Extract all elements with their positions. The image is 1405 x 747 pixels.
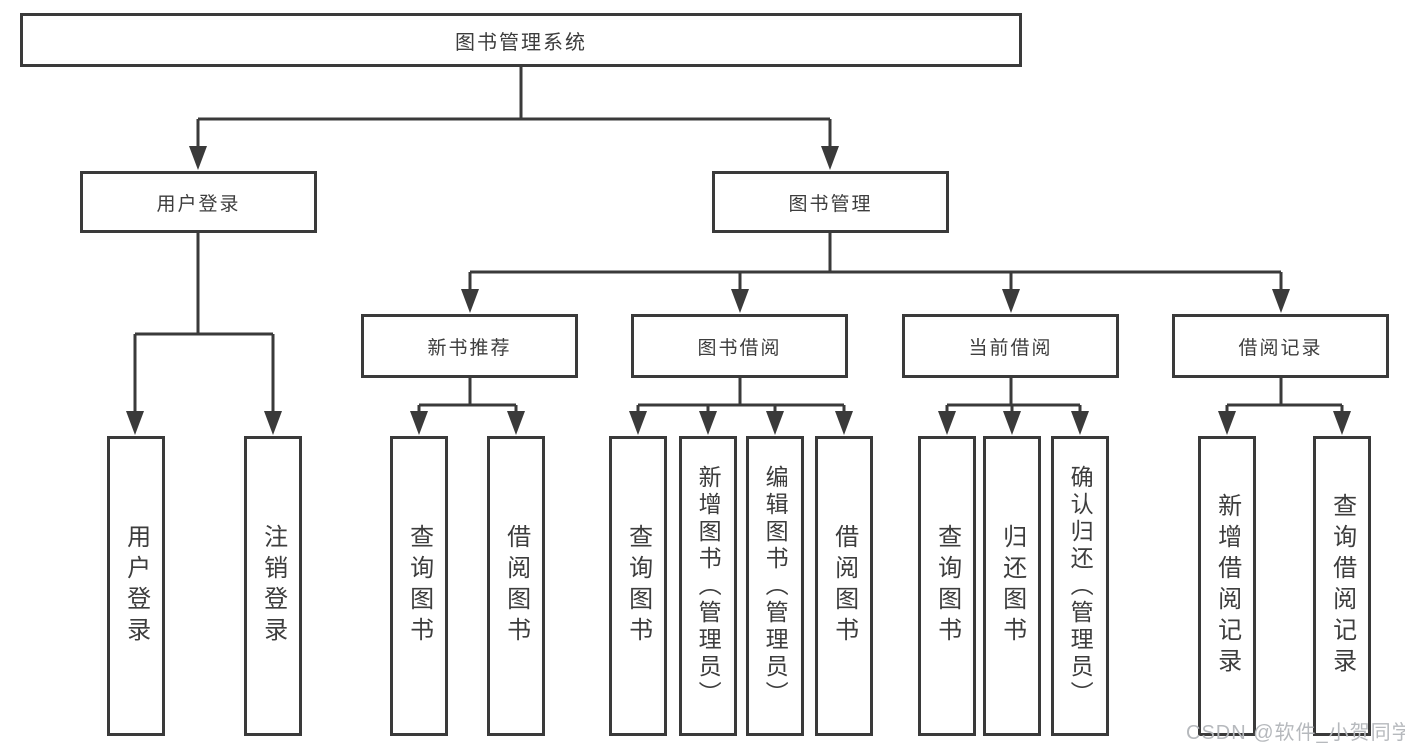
arrowhead [1002,289,1020,313]
arrowhead [699,411,717,435]
leaf-add-book-admin: 新增图书（管理员） [679,436,737,736]
leaf-query-borrow-record: 查询借阅记录 [1313,436,1371,736]
leaf-query-books-current: 查询图书 [918,436,976,736]
node-label: 图书管理系统 [455,31,587,54]
arrowhead [461,289,479,313]
arrowhead [1272,289,1290,313]
leaf-label: 查询借阅记录 [1328,493,1356,679]
node-book-management: 图书管理 [712,171,949,233]
node-borrowing-records: 借阅记录 [1172,314,1389,378]
connector-user-login-children [126,233,282,435]
leaf-label: 确认归还（管理员） [1067,464,1094,708]
arrowhead [410,411,428,435]
arrowhead [1003,411,1021,435]
arrowhead [126,411,144,435]
leaf-label: 查询图书 [933,524,961,648]
node-label: 用户登录 [156,193,241,215]
node-label: 当前借阅 [968,337,1053,359]
leaf-label: 新增图书（管理员） [695,464,722,708]
leaf-user-login: 用户登录 [107,436,165,736]
arrowhead [766,411,784,435]
leaf-label: 归还图书 [998,524,1026,648]
node-book-borrowing: 图书借阅 [631,314,848,378]
csdn-watermark: CSDN @软件_小贺同学 [1186,722,1405,744]
arrowhead [938,411,956,435]
leaf-label: 用户登录 [122,524,150,648]
connector-book-management-children [461,233,1290,313]
node-label: 借阅记录 [1238,337,1323,359]
leaf-borrow-books-borrowing: 借阅图书 [815,436,873,736]
arrowhead [1333,411,1351,435]
connector-borrowing-records-children [1218,378,1351,435]
node-label: 图书借阅 [697,337,782,359]
leaf-return-books: 归还图书 [983,436,1041,736]
leaf-confirm-return-admin: 确认归还（管理员） [1051,436,1109,736]
leaf-label: 借阅图书 [830,524,858,648]
leaf-add-borrow-record: 新增借阅记录 [1198,436,1256,736]
node-user-login: 用户登录 [80,171,317,233]
leaf-label: 借阅图书 [502,524,530,648]
arrowhead [189,146,207,170]
leaf-label: 新增借阅记录 [1213,493,1241,679]
node-label: 新书推荐 [427,337,512,359]
node-current-borrowing: 当前借阅 [902,314,1119,378]
connector-current-borrowing-children [938,378,1089,435]
arrowhead [264,411,282,435]
arrowhead [821,146,839,170]
arrowhead [731,289,749,313]
leaf-label: 查询图书 [624,524,652,648]
leaf-query-books-recommend: 查询图书 [390,436,448,736]
arrowhead [507,411,525,435]
arrowhead [1071,411,1089,435]
leaf-label: 注销登录 [259,524,287,648]
arrowhead [1218,411,1236,435]
connector-book-borrowing-children [629,378,853,435]
node-label: 图书管理 [788,193,873,215]
leaf-borrow-books-recommend: 借阅图书 [487,436,545,736]
leaf-query-books-borrowing: 查询图书 [609,436,667,736]
leaf-label: 编辑图书（管理员） [762,464,789,708]
leaf-label: 查询图书 [405,524,433,648]
connector-new-book-recommend-children [410,378,525,435]
node-new-book-recommend: 新书推荐 [361,314,578,378]
arrowhead [835,411,853,435]
arrowhead [629,411,647,435]
connector-root-to-level2 [189,67,839,170]
leaf-edit-book-admin: 编辑图书（管理员） [746,436,804,736]
leaf-logout: 注销登录 [244,436,302,736]
node-library-management-system: 图书管理系统 [20,13,1022,67]
